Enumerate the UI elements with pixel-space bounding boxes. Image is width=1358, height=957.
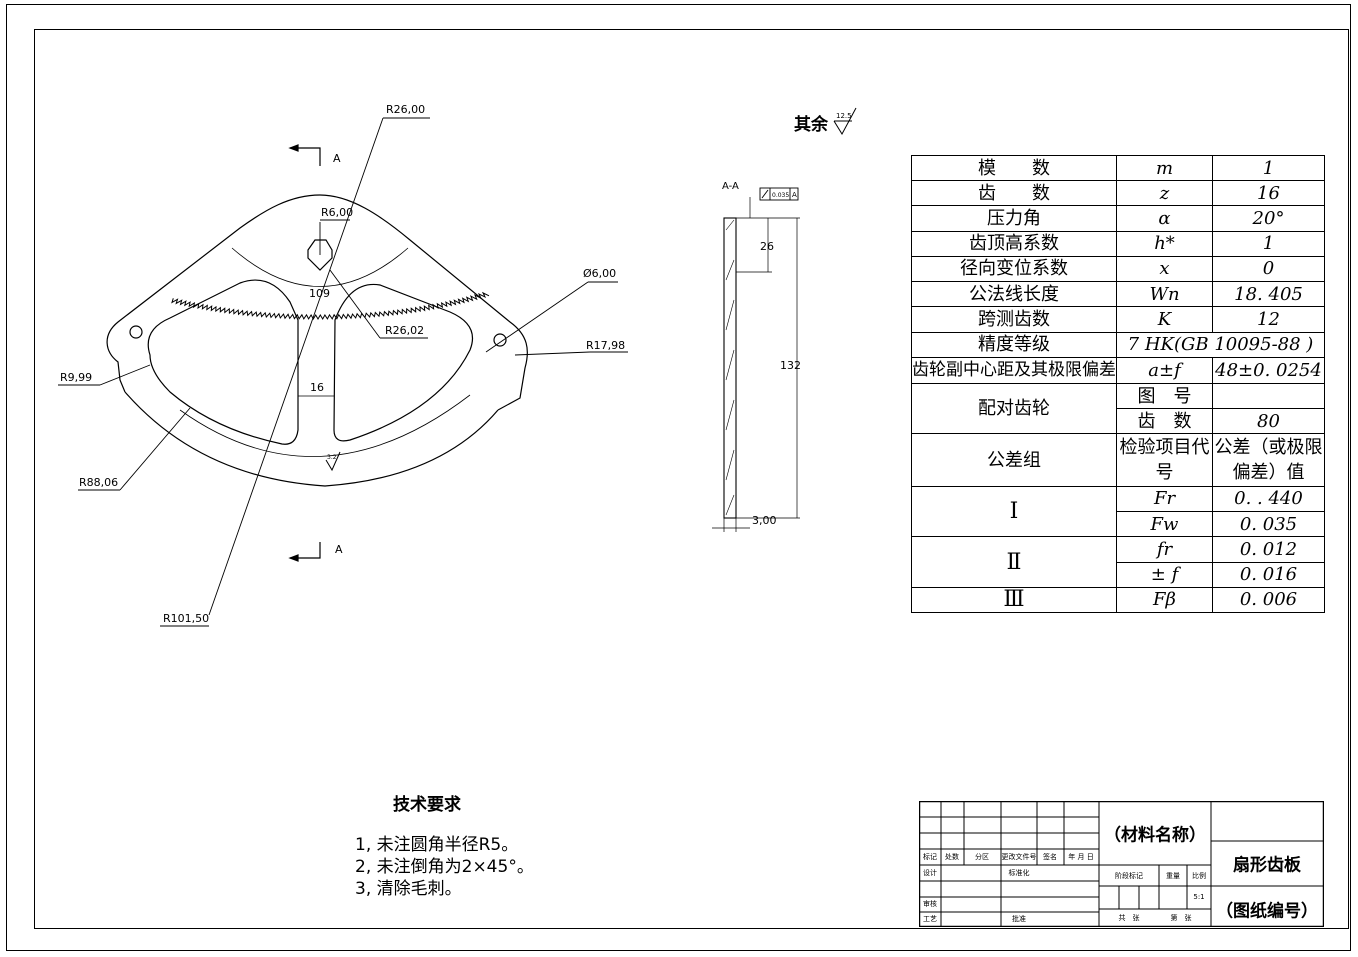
row-value: 1 [1212, 230, 1325, 257]
sheet-outer-border [6, 4, 1351, 951]
dim-r88-06: R88,06 [79, 476, 118, 489]
group-item-symbol: Fw [1116, 511, 1213, 538]
surface-finish-label: 其余 [794, 114, 829, 135]
drawing-no-value [1212, 382, 1325, 410]
drawing-no-label: 图 号 [1116, 382, 1213, 410]
tolerance-datum: A [792, 191, 797, 199]
section-mark-bottom: A [335, 543, 343, 556]
roughness-value: 3.2 [327, 454, 337, 461]
tb-label: 更改文件号 [1001, 853, 1037, 861]
row-label: 模 数 [911, 154, 1117, 182]
row-symbol: m [1116, 154, 1213, 182]
mating-teeth-label: 齿 数 [1116, 408, 1213, 435]
tb-process: 工艺 [923, 915, 937, 923]
tb-label: 标记 [923, 853, 937, 861]
tb-approve: 批准 [1012, 915, 1026, 923]
row-label: 径向变位系数 [911, 255, 1117, 283]
tb-scale-value: 5:1 [1193, 893, 1205, 901]
material-name: （材料名称） [1104, 825, 1206, 846]
dim-d6: Ø6,00 [583, 267, 616, 280]
row-value: 20° [1212, 205, 1325, 232]
row-label: 跨测齿数 [911, 306, 1117, 333]
tb-review: 审核 [923, 900, 937, 908]
group-item-symbol: fr [1116, 536, 1213, 563]
notes-title: 技术要求 [393, 795, 461, 815]
dim-26: 26 [760, 240, 774, 253]
part-name: 扇形齿板 [1233, 855, 1301, 876]
dim-132: 132 [780, 359, 801, 372]
mating-gear-label: 配对齿轮 [911, 382, 1117, 435]
row-value: 16 [1212, 180, 1325, 207]
group-item-value: 0. 016 [1212, 561, 1325, 588]
inspection-item-header: 检验项目代号 [1116, 433, 1213, 487]
tb-weight: 重量 [1166, 872, 1180, 880]
dim-r26-top: R26,00 [386, 103, 425, 116]
row-label: 齿 数 [911, 180, 1117, 207]
row-value: 12 [1212, 306, 1325, 333]
roughness-icon [833, 107, 857, 136]
row-label: 精度等级 [911, 331, 1117, 358]
group-item-value: 0. 035 [1212, 511, 1325, 538]
row-symbol: α [1116, 205, 1213, 232]
dim-r6: R6,00 [321, 206, 353, 219]
group-item-value: 0. . 440 [1212, 485, 1325, 513]
group-item-value: 0. 012 [1212, 536, 1325, 563]
row-symbol: a±f [1116, 356, 1213, 384]
tb-total-sheets: 共 张 [1118, 914, 1140, 922]
tb-scale-label: 比例 [1192, 872, 1206, 880]
row-value: 48±0. 0254 [1212, 356, 1325, 384]
tolerance-value: 0.035 [772, 192, 789, 199]
surface-finish-value: 12.5 [836, 112, 852, 120]
row-symbol: x [1116, 255, 1213, 283]
row-value: 1 [1212, 154, 1325, 182]
tb-label: 分区 [975, 853, 989, 861]
row-symbol: h* [1116, 230, 1213, 257]
row-label: 齿顶高系数 [911, 230, 1117, 257]
row-label: 公法线长度 [911, 281, 1117, 308]
section-mark-top: A [333, 152, 341, 165]
sheet-inner-border [34, 29, 1349, 929]
row-symbol: z [1116, 180, 1213, 207]
drawing-number: （图纸编号） [1216, 901, 1318, 922]
group-item-symbol: Fβ [1116, 586, 1213, 614]
row-symbol: Wn [1116, 281, 1213, 308]
dim-r9-99: R9,99 [60, 371, 92, 384]
dim-109: 109 [309, 287, 330, 300]
tb-design: 设计 [923, 869, 937, 877]
tolerance-group-header: 公差组 [911, 433, 1117, 487]
group-item-symbol: ± f [1116, 561, 1213, 588]
dim-r26-02: R26,02 [385, 324, 424, 337]
dim-r101-50: R101,50 [163, 612, 209, 625]
group-item-symbol: Fr [1116, 485, 1213, 513]
row-label: 齿轮副中心距及其极限偏差 [911, 356, 1117, 384]
row-value: 18. 405 [1212, 281, 1325, 308]
section-title: A-A [722, 181, 739, 192]
tb-label: 签名 [1043, 853, 1057, 861]
tb-standardize: 标准化 [1008, 869, 1030, 877]
tb-label: 处数 [945, 853, 959, 861]
dim-r17-98: R17,98 [586, 339, 625, 352]
note-item: 2, 未注倒角为2×45°。 [355, 857, 534, 877]
group-label: Ⅲ [911, 586, 1117, 614]
group-label: Ⅱ [911, 536, 1117, 588]
note-item: 1, 未注圆角半径R5。 [355, 835, 519, 855]
note-item: 3, 清除毛刺。 [355, 879, 462, 899]
tb-label: 年 月 日 [1068, 853, 1094, 861]
row-value: 0 [1212, 255, 1325, 283]
group-item-value: 0. 006 [1212, 586, 1325, 614]
title-block-grid [919, 801, 1324, 927]
row-symbol: K [1116, 306, 1213, 333]
tb-stage-mark: 阶段标记 [1115, 872, 1143, 880]
tolerance-value-header: 公差（或极限偏差）值 [1212, 433, 1325, 487]
mating-teeth-value: 80 [1212, 408, 1325, 435]
group-label: Ⅰ [911, 485, 1117, 538]
accuracy-grade-value: 7 HK(GB 10095-88 ) [1116, 331, 1325, 358]
dim-16: 16 [310, 381, 324, 394]
dim-3: 3,00 [752, 514, 777, 527]
tb-sheet-no: 第 张 [1170, 914, 1192, 922]
row-label: 压力角 [911, 205, 1117, 232]
title-block: （材料名称） 扇形齿板 （图纸编号） 标记 处数 分区 更改文件号 签名 年 月… [919, 801, 1324, 927]
